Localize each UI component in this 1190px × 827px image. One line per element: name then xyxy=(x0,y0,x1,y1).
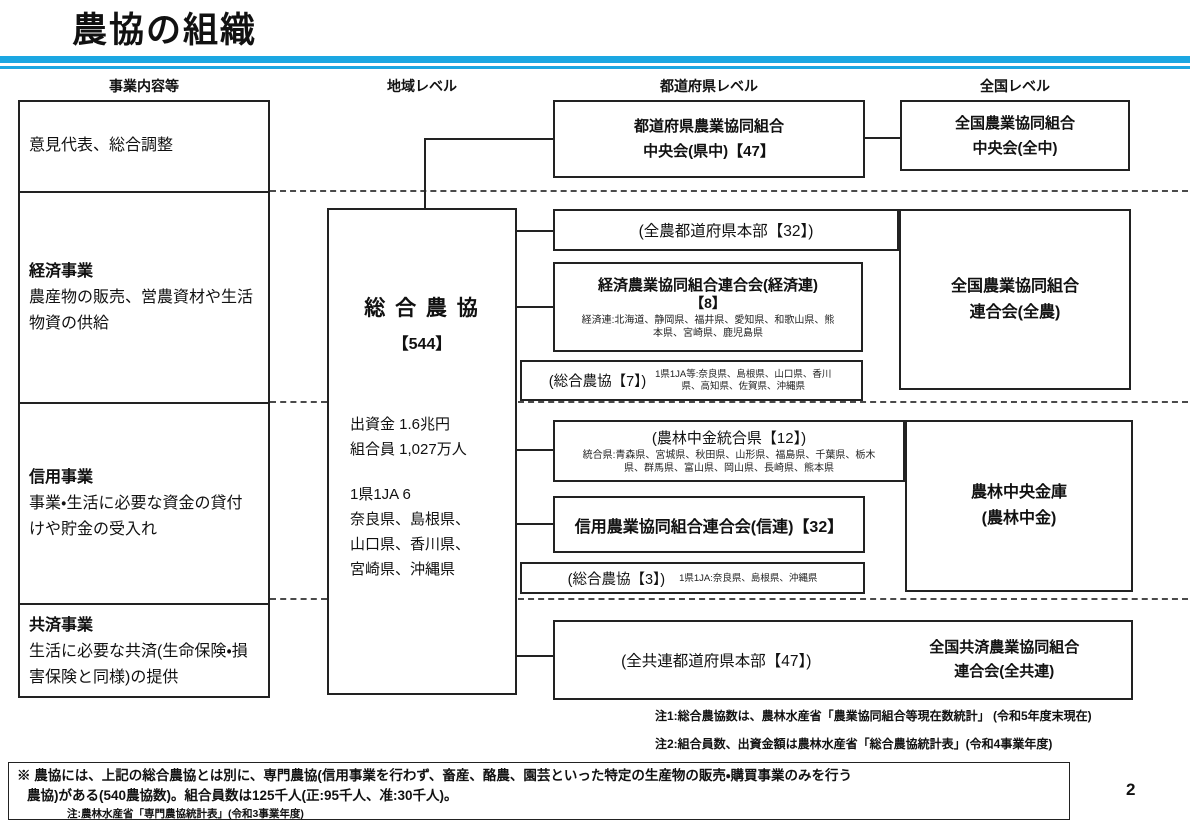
dashed-line-3b xyxy=(518,598,1188,600)
connector-to-shinren xyxy=(517,523,554,525)
zenkyoren-honbu-label: (全共連都道府県本部【47】) xyxy=(621,653,812,670)
sogo-nokyo-pref-3: 宮崎県、沖縄県 xyxy=(350,561,456,578)
sogo-nokyo-name: 総 合 農 協 xyxy=(364,297,480,320)
accent-bar-thin xyxy=(0,66,1190,69)
zenkyoren-box: (全共連都道府県本部【47】) 全国共済農業協同組合 連合会(全共連) xyxy=(553,620,1133,700)
zenchu-line2: 中央会(全中) xyxy=(972,139,1058,157)
sogo-nokyo-pref-2: 山口県、香川県、 xyxy=(350,536,471,553)
zenchu-line1: 全国農業協同組合 xyxy=(954,114,1075,132)
norinchukin-line1: 農林中央金庫 xyxy=(970,484,1067,501)
connector-to-togoken xyxy=(517,449,554,451)
header-prefecture: 都道府県レベル xyxy=(660,78,758,94)
sogo7-box: (総合農協【7】) 1県1JA等:奈良県、島根県、山口県、香川県、高知県、佐賀県… xyxy=(520,360,863,401)
note-2: 注2:組合員数、出資金額は農林水産省「総合農協統計表」(令和4事業年度) xyxy=(655,737,1053,751)
kenchu-line2: 中央会(県中)【47】 xyxy=(643,143,775,160)
section-credit: 信用事業 事業・生活に必要な資金の貸付けや貯金の受入れ xyxy=(20,404,268,603)
zenkyoren-line2: 連合会(全共連) xyxy=(954,663,1055,680)
accent-bar-thick xyxy=(0,56,1190,63)
sogo-nokyo-pref-1: 奈良県、島根県、 xyxy=(350,511,471,528)
section-mutual: 共済事業 生活に必要な共済(生命保険・損害保険と同様)の提供 xyxy=(20,605,268,698)
norinchukin-box: 農林中央金庫 (農林中金) xyxy=(905,420,1133,592)
connector-to-zenkyoren xyxy=(517,655,554,657)
togoken-note: 統合県:青森県、宮城県、秋田県、山形県、福島県、千葉県、栃木県、群馬県、富山県、… xyxy=(582,450,876,474)
page-number: 2 xyxy=(1126,780,1136,799)
table-divider-2 xyxy=(18,402,270,404)
zenchu-box: 全国農業協同組合 中央会(全中) xyxy=(900,100,1130,171)
kenchu-line1: 都道府県農業協同組合 xyxy=(633,118,784,135)
sogo3-label: (総合農協【3】) xyxy=(567,571,666,588)
sogo7-note: 1県1JA等:奈良県、島根県、山口県、香川県、高知県、佐賀県、沖縄県 xyxy=(655,368,832,392)
keizairen-count: 【8】 xyxy=(690,295,726,311)
header-national: 全国レベル xyxy=(980,78,1050,94)
connector-to-zenno-honbu xyxy=(517,230,554,232)
dashed-line-2a xyxy=(270,401,327,403)
zenno-box: 全国農業協同組合 連合会(全農) xyxy=(899,209,1131,390)
footnote-line3: 注:農林水産省「専門農協統計表」(令和3事業年度) xyxy=(67,808,304,820)
zenno-line2: 連合会(全農) xyxy=(969,303,1061,321)
norinchukin-line2: (農林中金) xyxy=(981,510,1057,527)
sogo3-box: (総合農協【3】) 1県1JA:奈良県、島根県、沖縄県 xyxy=(520,562,865,594)
section-opinion-body: 意見代表、総合調整 xyxy=(29,136,174,154)
section-opinion: 意見代表、総合調整 xyxy=(20,100,268,191)
table-divider-3 xyxy=(18,603,270,605)
keizairen-box: 経済農業協同組合連合会(経済連) 【8】 経済連:北海道、静岡県、福井県、愛知県… xyxy=(553,262,863,352)
header-region: 地域レベル xyxy=(387,78,457,94)
sogo7-label: (総合農協【7】) xyxy=(548,374,647,390)
business-table xyxy=(18,100,270,698)
togoken-box: (農林中金統合県【12】) 統合県:青森県、宮城県、秋田県、山形県、福島県、千葉… xyxy=(553,420,905,482)
connector-kenchu-to-zenchu xyxy=(865,137,900,139)
shinren-box: 信用農業協同組合連合会(信連)【32】 xyxy=(553,496,865,553)
section-economic-title: 経済事業 xyxy=(29,262,94,280)
connector-to-keizairen xyxy=(517,306,554,308)
dashed-line-2b xyxy=(518,401,1188,403)
shinren-label: 信用農業協同組合連合会(信連)【32】 xyxy=(574,518,844,536)
sogo-nokyo-members: 組合員 1,027万人 xyxy=(350,441,467,458)
header-business: 事業内容等 xyxy=(109,78,179,94)
footnote-line2: 農協)がある(540農協数)。組合員数は125千人(正:95千人、准:30千人)… xyxy=(27,788,458,803)
section-credit-title: 信用事業 xyxy=(29,468,94,486)
togoken-label: (農林中金統合県【12】) xyxy=(651,430,807,447)
sogo-nokyo-1ken1ja: 1県1JA 6 xyxy=(350,486,411,503)
zenkyoren-line1: 全国共済農業協同組合 xyxy=(929,639,1080,656)
sogo-nokyo-box: 総 合 農 協 【544】 出資金 1.6兆円 組合員 1,027万人 1県1J… xyxy=(327,208,517,695)
keizairen-note: 経済連:北海道、静岡県、福井県、愛知県、和歌山県、熊本県、宮崎県、鹿児島県 xyxy=(581,315,835,339)
section-credit-body: 事業・生活に必要な資金の貸付けや貯金の受入れ xyxy=(29,494,243,538)
section-mutual-title: 共済事業 xyxy=(29,616,94,634)
keizairen-line1: 経済農業協同組合連合会(経済連) xyxy=(598,277,818,294)
section-economic-body: 農産物の販売、営農資材や生活物資の供給 xyxy=(29,288,254,332)
connector-central-to-kenchu xyxy=(424,138,553,140)
note-1: 注1:総合農協数は、農林水産省「農業協同組合等現在数統計」 (令和5年度末現在) xyxy=(655,709,1092,723)
kenchu-box: 都道府県農業協同組合 中央会(県中)【47】 xyxy=(553,100,865,178)
section-mutual-body: 生活に必要な共済(生命保険・損害保険と同様)の提供 xyxy=(29,642,248,686)
zenno-honbu-label: (全農都道府県本部【32】) xyxy=(638,223,814,240)
zenkyoren-name: 全国共済農業協同組合 連合会(全共連) xyxy=(878,636,1131,684)
zenno-honbu-box: (全農都道府県本部【32】) xyxy=(553,209,899,251)
sogo-nokyo-capital: 出資金 1.6兆円 xyxy=(350,416,451,433)
connector-central-vertical xyxy=(424,138,426,209)
footnote-box: ※ 農協には、上記の総合農協とは別に、専門農協(信用事業を行わず、畜産、酪農、園… xyxy=(8,762,1070,820)
dashed-line-3a xyxy=(270,598,327,600)
sogo3-note: 1県1JA:奈良県、島根県、沖縄県 xyxy=(679,572,818,584)
zenno-line1: 全国農業協同組合 xyxy=(950,277,1079,295)
section-economic: 経済事業 農産物の販売、営農資材や生活物資の供給 xyxy=(20,193,268,402)
sogo-nokyo-count: 【544】 xyxy=(392,336,452,353)
dashed-line-1 xyxy=(270,190,1188,192)
footnote-line1: ※ 農協には、上記の総合農協とは別に、専門農協(信用事業を行わず、畜産、酪農、園… xyxy=(17,768,852,783)
page-title: 農協の組織 xyxy=(72,11,258,50)
table-divider-1 xyxy=(18,191,270,193)
